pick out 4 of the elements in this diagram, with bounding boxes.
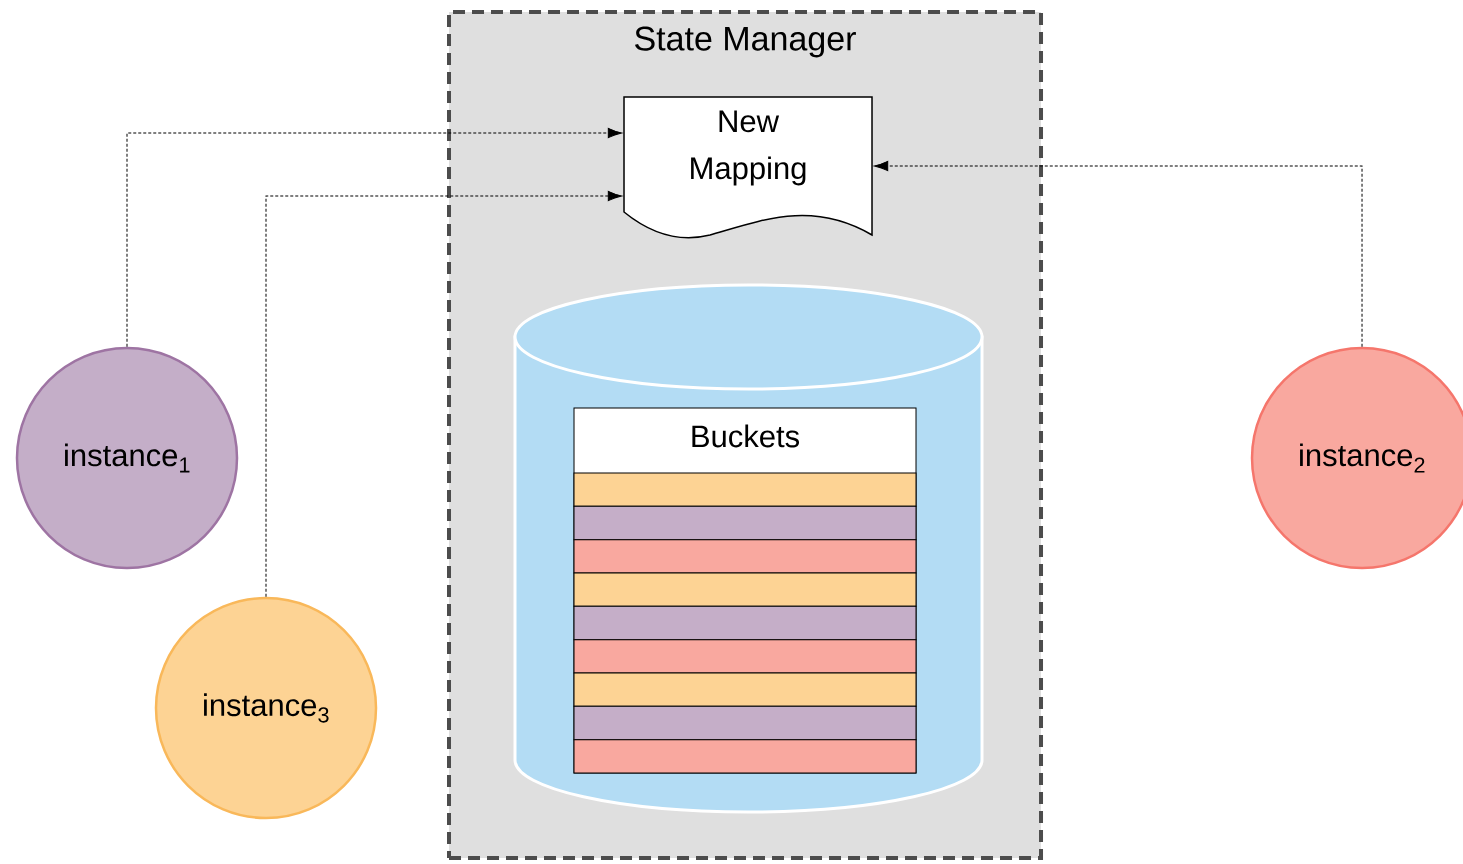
bucket-table: Buckets [573,407,917,774]
arrow [873,160,1363,348]
arrow [265,190,623,598]
arrow [126,127,623,348]
